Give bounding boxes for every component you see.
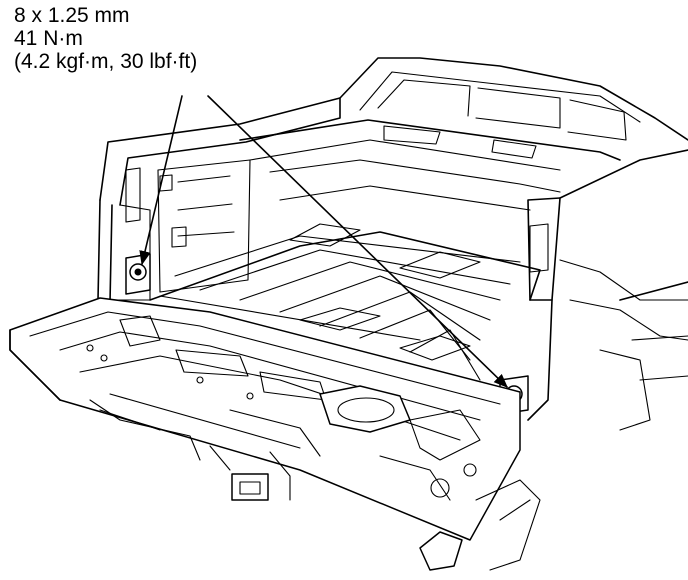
leader-arrows: [139, 95, 509, 389]
rear-underbody: [89, 399, 541, 571]
left-leader-arrow: [139, 95, 183, 266]
thread-spec-label: 8 x 1.25 mm: [14, 4, 130, 27]
torque-spec-callout: 8 x 1.25 mm 41 N·m (4.2 kgf·m, 30 lbf·ft…: [14, 4, 197, 73]
tailgate: [9, 297, 521, 541]
hitch-receiver: [231, 473, 269, 501]
torque-nm-label: 41 N·m: [14, 27, 83, 50]
exhaust-tip: [419, 531, 463, 571]
bed-floor: [149, 223, 541, 381]
right-bed-side: [527, 149, 688, 431]
left-hinge: [125, 253, 151, 295]
cab-outline: [339, 57, 688, 141]
torque-alt-label: (4.2 kgf·m, 30 lbf·ft): [14, 50, 198, 73]
right-leader-arrow: [207, 95, 509, 389]
